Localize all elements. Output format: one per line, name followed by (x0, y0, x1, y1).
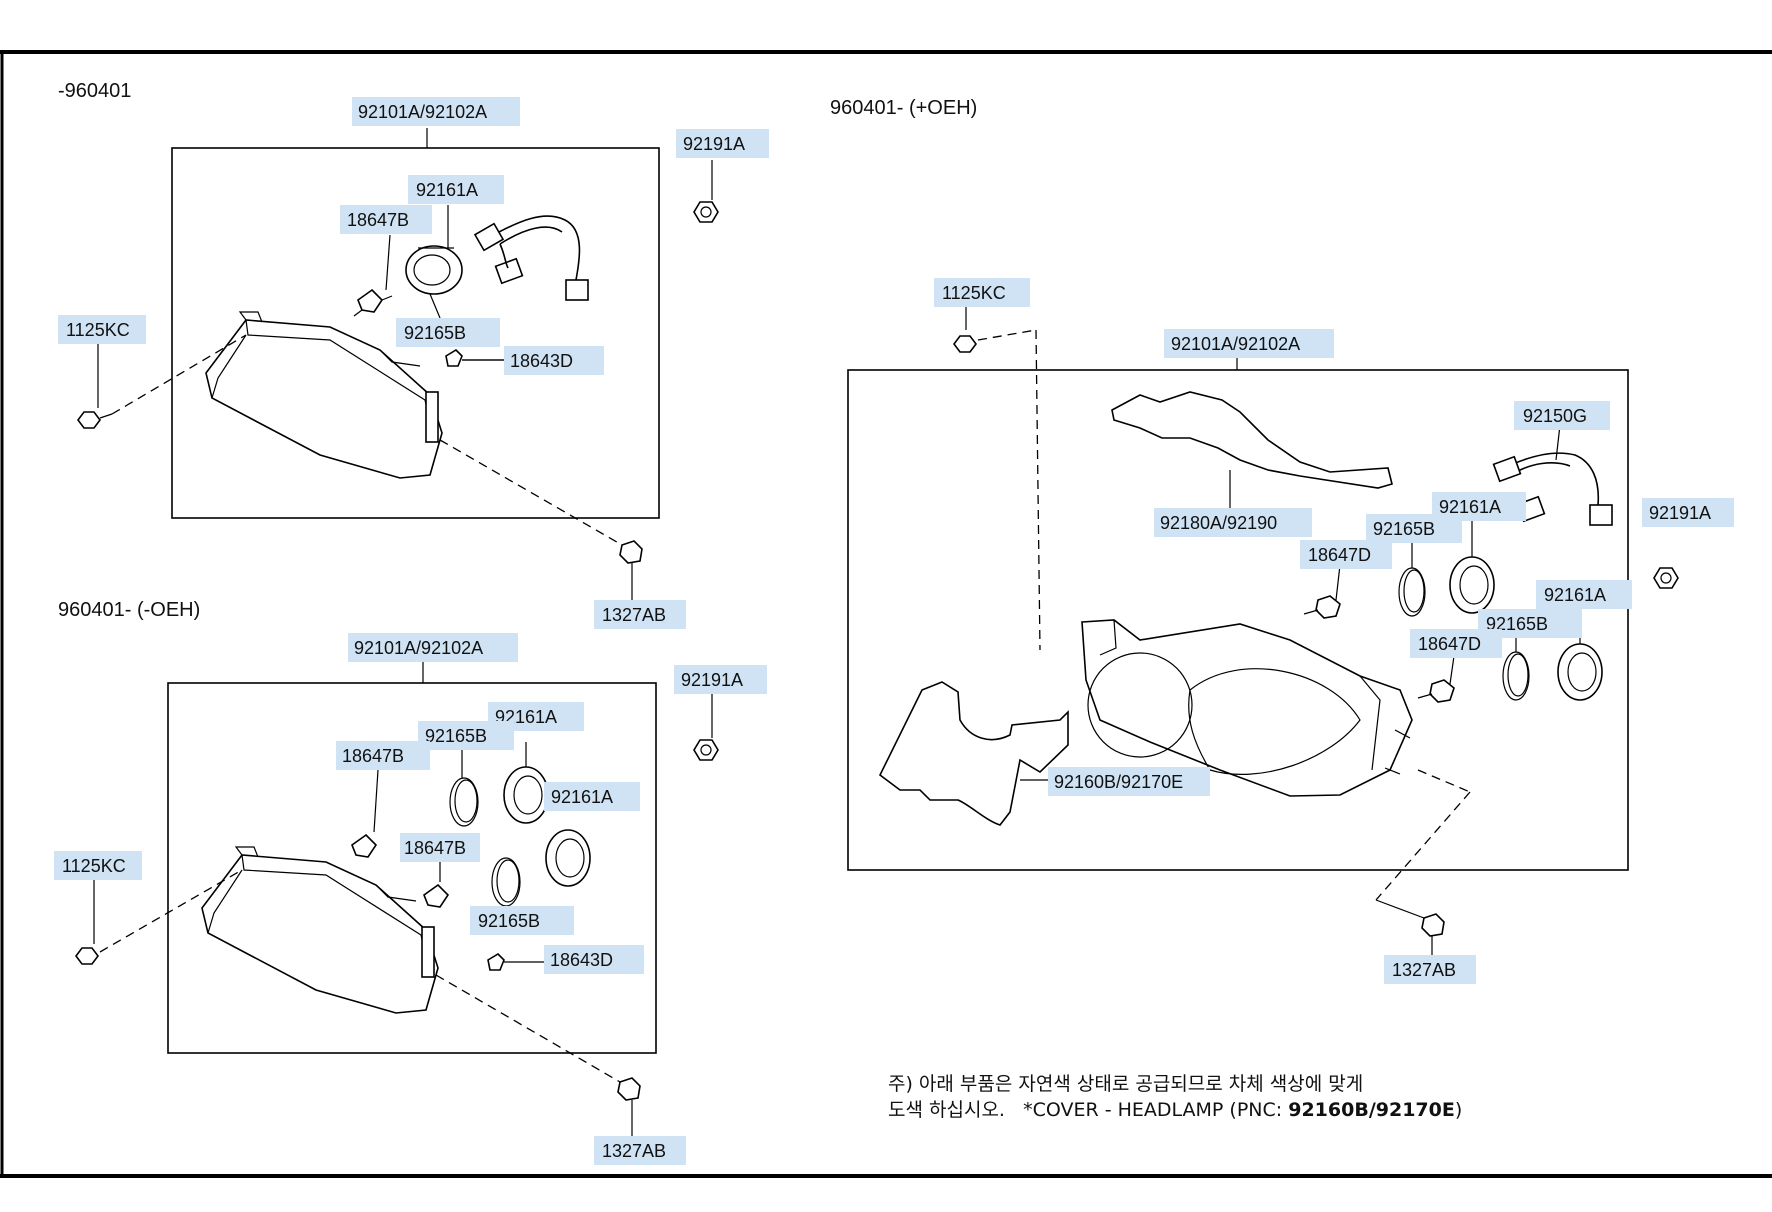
label-92165B: 92165B (404, 323, 466, 343)
position-bulb (445, 348, 463, 367)
nut (1653, 567, 1679, 589)
headlamp-cover (878, 681, 1069, 826)
screw (75, 947, 99, 965)
label-18647B: 18647B (404, 838, 466, 858)
label-1125KC: 1125KC (942, 283, 1006, 303)
label-92165B: 92165B (1373, 519, 1435, 539)
label-92191A: 92191A (683, 134, 745, 154)
headlamp-unit (205, 311, 443, 479)
label-92161A: 92161A (1439, 497, 1501, 517)
label-92101A-92102A: 92101A/92102A (358, 102, 487, 122)
screw (77, 411, 113, 429)
position-bulb (487, 952, 505, 971)
label-1125KC: 1125KC (62, 856, 126, 876)
o-ring (449, 777, 479, 827)
label-92191A: 92191A (1649, 503, 1711, 523)
screw (953, 335, 977, 353)
note-line-2-prefix: 도색 하십시오. *COVER - HEADLAMP (PNC: (888, 1099, 1288, 1121)
label-92101A-92102A: 92101A/92102A (354, 638, 483, 658)
assembly-box (167, 682, 657, 1054)
note-line-2-suffix: ) (1455, 1099, 1462, 1121)
nut (619, 540, 643, 564)
nut (693, 739, 719, 761)
assembly-box (171, 147, 660, 519)
label-18647B: 18647B (347, 210, 409, 230)
label-92180A-92190: 92180A/92190 (1160, 513, 1277, 533)
label-18643D: 18643D (510, 351, 573, 371)
section-title-top-left: -960401 (58, 80, 131, 102)
label-18647B: 18647B (342, 746, 404, 766)
label-1125KC: 1125KC (66, 320, 130, 340)
label-1327AB: 1327AB (1392, 960, 1456, 980)
note-line-2: 도색 하십시오. *COVER - HEADLAMP (PNC: 92160B/… (888, 1099, 1462, 1121)
label-92161A: 92161A (1544, 585, 1606, 605)
label-92161A: 92161A (551, 787, 613, 807)
label-92165B: 92165B (478, 911, 540, 931)
nut (1421, 913, 1445, 937)
bulb-socket (405, 245, 463, 295)
label-18643D: 18643D (550, 950, 613, 970)
assembly-top-left (77, 128, 719, 600)
label-92150G: 92150G (1523, 406, 1587, 426)
assembly-bottom-left (75, 662, 719, 1136)
label-1327AB: 1327AB (602, 1141, 666, 1161)
label-1327AB: 1327AB (602, 605, 666, 625)
label-92101A-92102A: 92101A/92102A (1171, 334, 1300, 354)
nut (693, 201, 719, 223)
assembly-box (847, 369, 1629, 871)
paint-note: 주) 아래 부품은 자연색 상태로 공급되므로 차체 색상에 맞게 도색 하십시… (888, 1073, 1462, 1121)
bulb (351, 833, 378, 858)
label-92191A: 92191A (681, 670, 743, 690)
bulb (353, 288, 393, 317)
headlamp-unit (201, 846, 439, 1014)
label-18647D: 18647D (1308, 545, 1371, 565)
headlamp-unit (1081, 619, 1413, 797)
nut (617, 1077, 641, 1101)
label-92165B: 92165B (425, 726, 487, 746)
note-pnc: 92160B/92170E (1288, 1099, 1455, 1121)
label-92161A: 92161A (416, 180, 478, 200)
note-line-1: 주) 아래 부품은 자연색 상태로 공급되므로 차체 색상에 맞게 (888, 1073, 1363, 1095)
label-92160B-92170E: 92160B/92170E (1054, 772, 1183, 792)
wiring-harness (473, 215, 589, 301)
headlamp-bracket (1111, 391, 1393, 489)
bulb (423, 883, 450, 908)
section-title-bottom-left: 960401- (-OEH) (58, 599, 200, 621)
label-18647D: 18647D (1418, 634, 1481, 654)
section-title-right: 960401- (+OEH) (830, 97, 977, 119)
